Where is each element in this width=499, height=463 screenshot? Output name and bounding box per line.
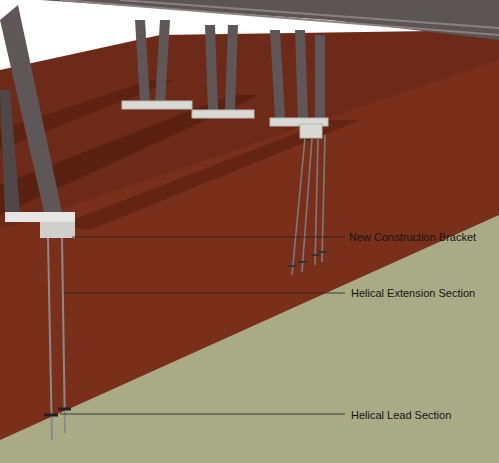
topsoil-section — [0, 60, 499, 463]
topsoil-surface — [0, 30, 499, 463]
new-construction-bracket — [40, 222, 75, 238]
leader-line — [60, 237, 345, 414]
shadow — [60, 120, 360, 230]
helix-plate — [288, 252, 327, 266]
helical-pile — [292, 135, 325, 275]
callout-label: New Construction Bracket — [349, 231, 476, 244]
callout-label: Helical Lead Section — [351, 409, 451, 422]
bridge-deck — [40, 0, 499, 40]
bearing-soil — [0, 215, 499, 463]
concrete-pad — [122, 101, 328, 138]
steel-column — [0, 90, 20, 212]
steel-column — [0, 5, 62, 212]
truss — [60, 0, 499, 35]
callout-label: Helical Extension Section — [351, 287, 475, 300]
concrete-pad — [5, 212, 75, 222]
